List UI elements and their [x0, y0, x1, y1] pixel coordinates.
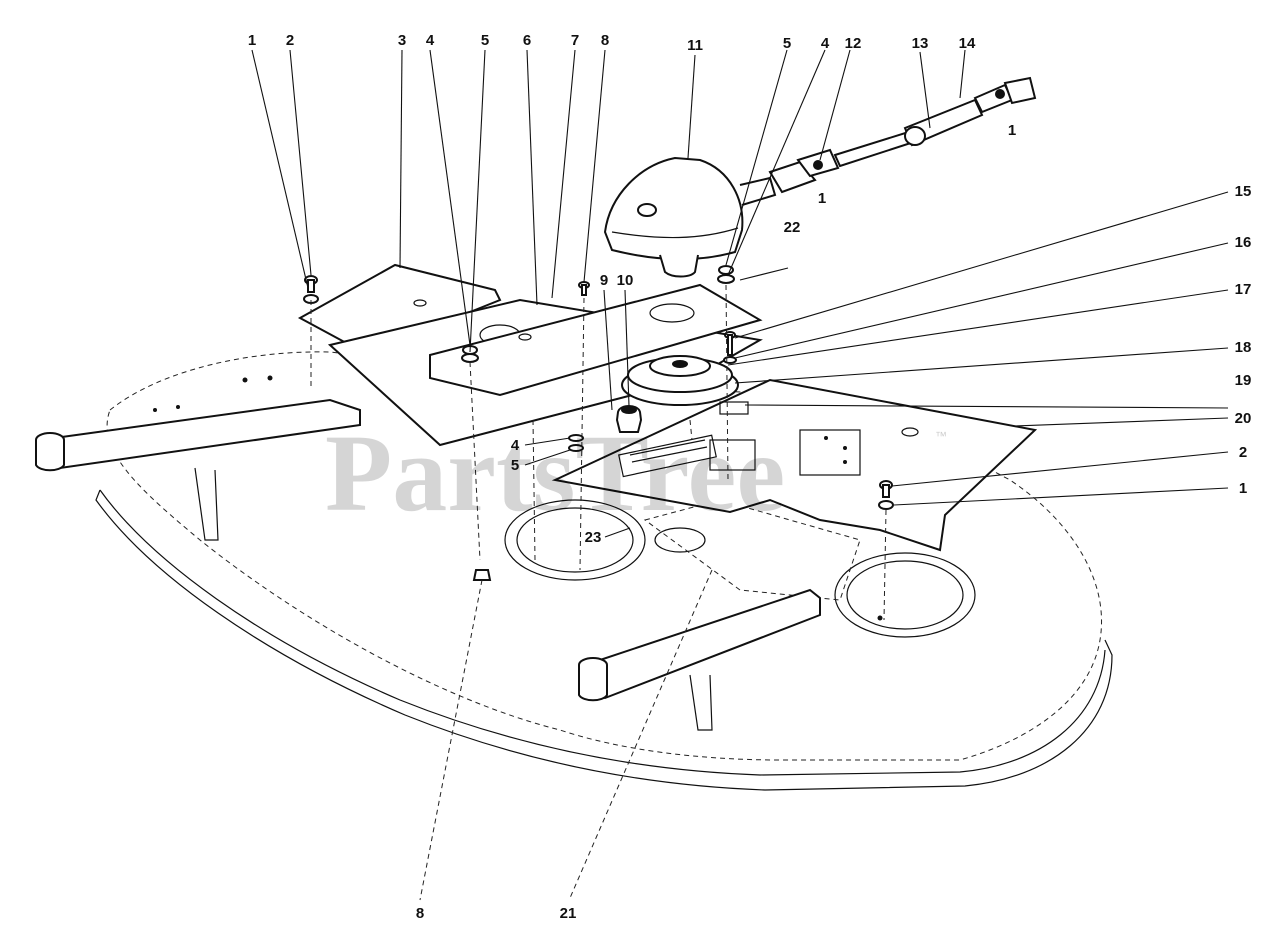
callout-1-yoke: 1: [818, 190, 826, 207]
callout-4: 4: [426, 32, 435, 49]
callout-5-mid: 5: [511, 457, 519, 474]
callout-9: 9: [600, 272, 608, 289]
callout-8-bottom: 8: [416, 905, 424, 922]
front-shield-plate: [551, 378, 1038, 552]
callout-1: 1: [248, 32, 256, 49]
callout-2: 2: [286, 32, 294, 49]
callout-10: 10: [617, 272, 634, 289]
watermark-trademark: ™: [935, 429, 947, 443]
callout-13: 13: [912, 35, 929, 52]
callout-6: 6: [523, 32, 531, 49]
callout-8: 8: [601, 32, 609, 49]
right-deck-hanger-bar: [578, 588, 821, 731]
callout-4-mid: 4: [511, 437, 520, 454]
mower-deck-housing: [95, 351, 1113, 791]
callout-18: 18: [1235, 339, 1252, 356]
callout-22: 22: [784, 219, 801, 236]
callout-5-right: 5: [783, 35, 791, 52]
callout-3: 3: [398, 32, 406, 49]
watermark: PartsTree: [325, 412, 785, 534]
callout-15: 15: [1235, 183, 1252, 200]
callout-19: 19: [1235, 372, 1252, 389]
leader-lines: [251, 49, 1229, 901]
callout-1-right: 1: [1239, 480, 1247, 497]
left-deck-hanger-bar: [35, 398, 361, 541]
callout-21: 21: [560, 905, 577, 922]
callout-12: 12: [845, 35, 862, 52]
callout-7: 7: [571, 32, 579, 49]
callout-14: 14: [959, 35, 976, 52]
callout-1-shaft: 1: [1008, 122, 1016, 139]
callout-numbers: 1 2 3 4 5 6 7 8 11 5 4 12 13 14 1 1 22 9…: [248, 32, 1252, 922]
callout-11: 11: [687, 37, 703, 54]
pulley: [621, 355, 739, 406]
callout-17: 17: [1235, 281, 1252, 298]
callout-16: 16: [1235, 234, 1252, 251]
callout-4-right: 4: [821, 35, 830, 52]
callout-23: 23: [585, 529, 602, 546]
idler-knob: [615, 405, 643, 433]
callout-20: 20: [1235, 410, 1252, 427]
drive-shaft: [768, 76, 1037, 194]
callout-2-right: 2: [1239, 444, 1247, 461]
callout-5: 5: [481, 32, 489, 49]
gearbox: [603, 156, 777, 278]
gearbox-mounting-bracket: [429, 283, 763, 397]
hardware: [303, 265, 894, 621]
